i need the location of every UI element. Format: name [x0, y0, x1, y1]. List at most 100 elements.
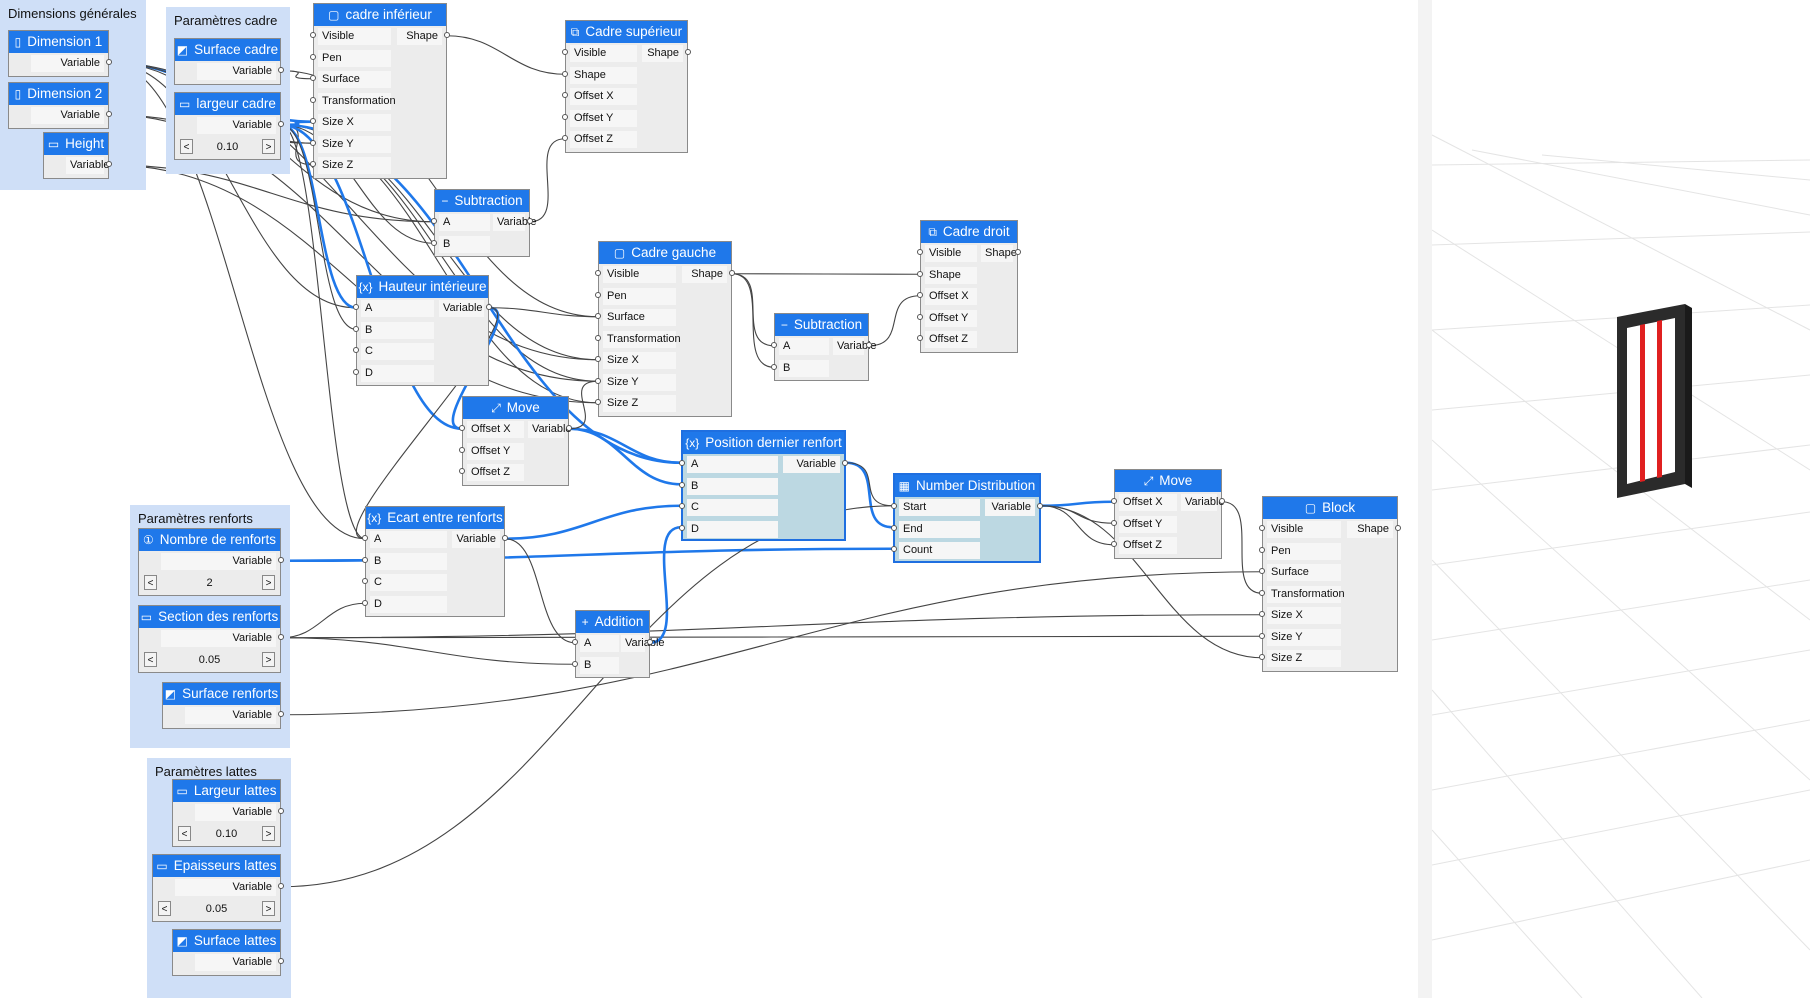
- input-port[interactable]: [891, 546, 897, 552]
- node-header[interactable]: +Addition: [576, 611, 649, 633]
- node-header[interactable]: {x}Ecart entre renforts: [366, 507, 504, 529]
- input-offset-z[interactable]: Offset Z: [1119, 537, 1177, 554]
- input-port[interactable]: [771, 363, 777, 370]
- output-port[interactable]: [486, 304, 492, 310]
- output-port[interactable]: [647, 639, 653, 645]
- input-port[interactable]: [572, 660, 578, 667]
- input-port[interactable]: [353, 368, 359, 375]
- input-port[interactable]: [1259, 589, 1265, 596]
- value-stepper[interactable]: <0.10>: [180, 138, 275, 156]
- input-port[interactable]: [595, 291, 601, 298]
- node-header[interactable]: ⤢Move: [463, 397, 568, 419]
- decrement-button[interactable]: <: [180, 138, 193, 154]
- input-surface[interactable]: Surface: [603, 309, 676, 326]
- input-count[interactable]: Count: [899, 542, 980, 559]
- output-port[interactable]: [1037, 503, 1043, 509]
- output-port[interactable]: [278, 121, 284, 127]
- input-visible[interactable]: Visible: [570, 45, 637, 62]
- input-surface[interactable]: Surface: [318, 71, 391, 88]
- output-variable[interactable]: Variable: [195, 954, 276, 971]
- input-transformation[interactable]: Transformation: [1267, 585, 1345, 603]
- output-port[interactable]: [566, 425, 572, 431]
- input-b[interactable]: B: [361, 321, 434, 339]
- output-port[interactable]: [1395, 525, 1401, 531]
- input-port[interactable]: [917, 335, 923, 341]
- node-header[interactable]: ⧉Cadre supérieur: [566, 21, 687, 43]
- input-port[interactable]: [353, 347, 359, 353]
- output-port[interactable]: [502, 535, 508, 541]
- node-header[interactable]: ▢Cadre gauche: [599, 242, 731, 264]
- output-port[interactable]: [278, 883, 284, 889]
- input-port[interactable]: [1259, 568, 1265, 574]
- input-port[interactable]: [310, 118, 316, 124]
- input-offset-z[interactable]: Offset Z: [570, 131, 637, 148]
- output-port[interactable]: [1015, 249, 1021, 255]
- node-editor-canvas[interactable]: Dimensions générales Paramètres cadre Pa…: [0, 0, 1418, 998]
- decrement-button[interactable]: <: [144, 651, 157, 667]
- output-port[interactable]: [278, 808, 284, 814]
- input-end[interactable]: End: [899, 520, 980, 538]
- input-a[interactable]: A: [361, 300, 434, 317]
- output-variable[interactable]: Variable: [197, 117, 276, 134]
- output-port[interactable]: [278, 557, 284, 563]
- output-variable[interactable]: Variable: [985, 499, 1035, 516]
- node-header[interactable]: {x}Position dernier renfort: [683, 432, 844, 454]
- input-port[interactable]: [362, 599, 368, 606]
- input-port[interactable]: [459, 446, 465, 453]
- input-port[interactable]: [459, 425, 465, 431]
- input-surface[interactable]: Surface: [1267, 564, 1341, 581]
- output-port[interactable]: [278, 67, 284, 73]
- output-port[interactable]: [106, 111, 112, 117]
- input-pen[interactable]: Pen: [603, 287, 676, 305]
- output-shape[interactable]: Shape: [397, 28, 442, 45]
- input-port[interactable]: [353, 304, 359, 310]
- input-port[interactable]: [310, 161, 316, 167]
- input-b[interactable]: B: [439, 235, 490, 253]
- input-port[interactable]: [917, 292, 923, 298]
- input-port[interactable]: [891, 503, 897, 509]
- input-port[interactable]: [1111, 498, 1117, 504]
- input-offset-y[interactable]: Offset Y: [925, 309, 977, 327]
- increment-button[interactable]: >: [262, 825, 275, 841]
- input-a[interactable]: A: [370, 531, 447, 548]
- output-variable[interactable]: Variable: [452, 531, 500, 548]
- input-b[interactable]: B: [779, 359, 829, 377]
- value-stepper[interactable]: <0.05>: [158, 900, 275, 918]
- input-size-y[interactable]: Size Y: [318, 135, 391, 153]
- output-variable[interactable]: Variable: [1181, 494, 1225, 511]
- input-pen[interactable]: Pen: [1267, 542, 1341, 560]
- value-display[interactable]: 0.05: [198, 653, 221, 666]
- input-a[interactable]: A: [580, 635, 619, 652]
- decrement-button[interactable]: <: [144, 574, 157, 590]
- input-visible[interactable]: Visible: [925, 245, 977, 262]
- input-visible[interactable]: Visible: [318, 28, 391, 45]
- input-port[interactable]: [595, 313, 601, 319]
- output-shape[interactable]: Shape: [642, 45, 683, 62]
- output-shape[interactable]: Shape: [682, 266, 727, 283]
- input-offset-y[interactable]: Offset Y: [467, 442, 524, 460]
- input-b[interactable]: B: [370, 552, 447, 570]
- node-header[interactable]: −Subtraction: [775, 314, 868, 336]
- input-size-z[interactable]: Size Z: [603, 395, 676, 412]
- decrement-button[interactable]: <: [178, 825, 191, 841]
- input-port[interactable]: [917, 313, 923, 320]
- output-port[interactable]: [685, 49, 691, 55]
- output-variable[interactable]: Variable: [195, 804, 276, 821]
- node-header[interactable]: ▭largeur cadre: [175, 93, 280, 115]
- input-port[interactable]: [771, 342, 777, 348]
- output-variable[interactable]: Variable: [161, 553, 276, 570]
- node-header[interactable]: ▢Block: [1263, 497, 1397, 519]
